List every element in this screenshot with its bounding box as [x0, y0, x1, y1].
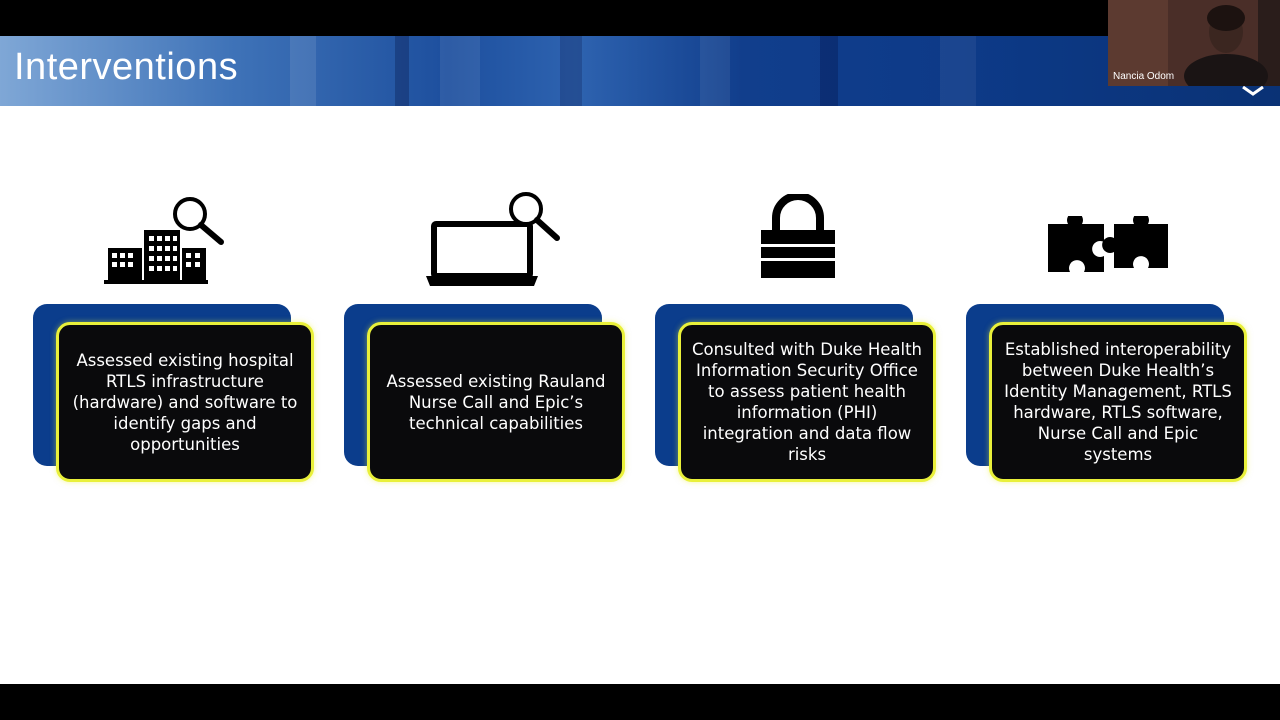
- intervention-card-4: Established interoperability between Duk…: [989, 322, 1247, 482]
- laptop-search-icon: [426, 192, 560, 286]
- participant-video-tile[interactable]: Nancia Odom: [1108, 0, 1280, 86]
- intervention-card-3: Consulted with Duke Health Information S…: [678, 322, 936, 482]
- title-banner: Interventions: [0, 36, 1280, 106]
- banner-stripe: [560, 36, 582, 106]
- intervention-card-1: Assessed existing hospital RTLS infrastr…: [56, 322, 314, 482]
- card-text: Assessed existing hospital RTLS infrastr…: [72, 350, 298, 454]
- banner-stripe: [440, 36, 480, 106]
- participant-name: Nancia Odom: [1113, 71, 1175, 82]
- card-text: Consulted with Duke Health Information S…: [691, 340, 922, 464]
- presentation-slide: Interventions: [0, 36, 1280, 684]
- banner-stripe: [395, 36, 409, 106]
- hospital-search-icon: [104, 197, 224, 284]
- banner-stripe: [820, 36, 838, 106]
- participant-video-icon: [1108, 0, 1280, 86]
- banner-stripe: [700, 36, 730, 106]
- chevron-down-icon[interactable]: [1242, 86, 1264, 96]
- banner-stripe: [940, 36, 976, 106]
- slide-title: Interventions: [14, 46, 239, 88]
- card-text: Established interoperability between Duk…: [1004, 340, 1232, 464]
- intervention-card-2: Assessed existing Rauland Nurse Call and…: [367, 322, 625, 482]
- padlock-icon: [761, 194, 835, 278]
- puzzle-pieces-icon: [1048, 216, 1168, 272]
- banner-stripe: [290, 36, 316, 106]
- card-text: Assessed existing Rauland Nurse Call and…: [386, 371, 606, 433]
